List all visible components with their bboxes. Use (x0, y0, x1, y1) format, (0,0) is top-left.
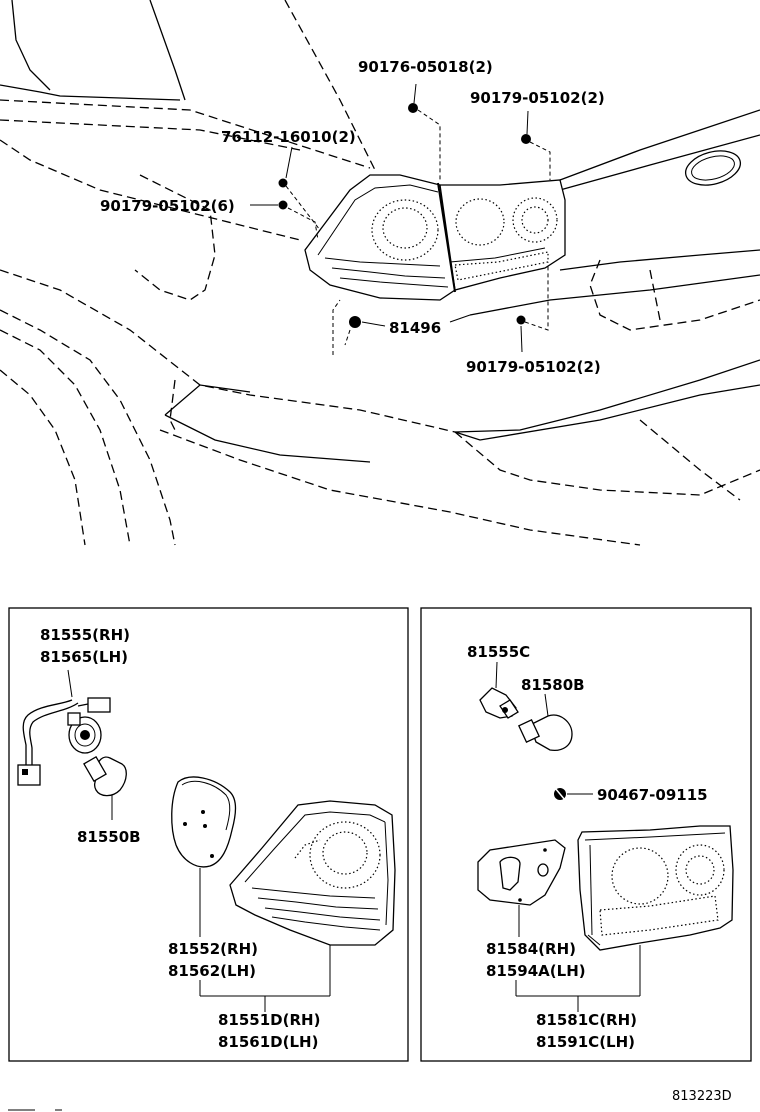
label-81580b: 81580B (521, 676, 585, 694)
label-90179-upper-right: 90179-05102(2) (470, 89, 605, 107)
top-fasteners (250, 83, 551, 355)
tail-lamp-81551d-icon (229, 800, 396, 946)
label-81591c-lh: 81591C(LH) (536, 1033, 635, 1051)
label-81584-rh: 81584(RH) (486, 940, 576, 958)
label-90467: 90467-09115 (597, 786, 708, 804)
grommet-81496-icon (332, 299, 471, 355)
screw-90467-icon (554, 787, 593, 801)
label-81552-rh: 81552(RH) (168, 940, 258, 958)
label-81551d-rh: 81551D(RH) (218, 1011, 320, 1029)
bulb-81550b-icon (83, 755, 127, 820)
vehicle-rear-outline (0, 0, 760, 546)
tail-lamp-assembly-installed (304, 174, 566, 301)
label-81581c-rh: 81581C(RH) (536, 1011, 637, 1029)
left-panel-frame (8, 607, 409, 1062)
nut-90179-left-icon (250, 200, 319, 241)
label-81562-lh: 81562(LH) (168, 962, 256, 980)
label-90179-lower-right: 90179-05102(2) (466, 358, 601, 376)
label-81550b: 81550B (77, 828, 141, 846)
label-81561d-lh: 81561D(LH) (218, 1033, 318, 1051)
label-81565-lh: 81565(LH) (40, 648, 128, 666)
label-81555-rh: 81555(RH) (40, 626, 130, 644)
label-90176: 90176-05018(2) (358, 58, 493, 76)
nut-90179-lower-icon (516, 265, 549, 353)
gasket-81584-icon (477, 839, 566, 937)
tail-lamp-81581c-icon (577, 825, 734, 996)
gasket-81552-icon (171, 776, 237, 937)
diagram-id: 813223D (672, 1089, 732, 1104)
label-90179-left: 90179-05102(6) (100, 197, 235, 215)
left-bracket-lines (199, 945, 331, 1012)
socket-harness-icon (17, 669, 111, 786)
right-bracket-lines (515, 980, 640, 1012)
right-panel-frame (420, 607, 752, 1062)
bulb-81580b-icon (517, 693, 573, 752)
label-81555c: 81555C (467, 643, 530, 661)
socket-81555c-icon (479, 661, 519, 719)
clip-76112-icon (278, 146, 321, 251)
label-76112: 76112-16010(2) (221, 128, 356, 146)
nut-90176-icon (408, 83, 441, 182)
nut-90179-upper-icon (521, 110, 551, 180)
label-81594a-lh: 81594A(LH) (486, 962, 586, 980)
label-81496: 81496 (389, 319, 441, 337)
